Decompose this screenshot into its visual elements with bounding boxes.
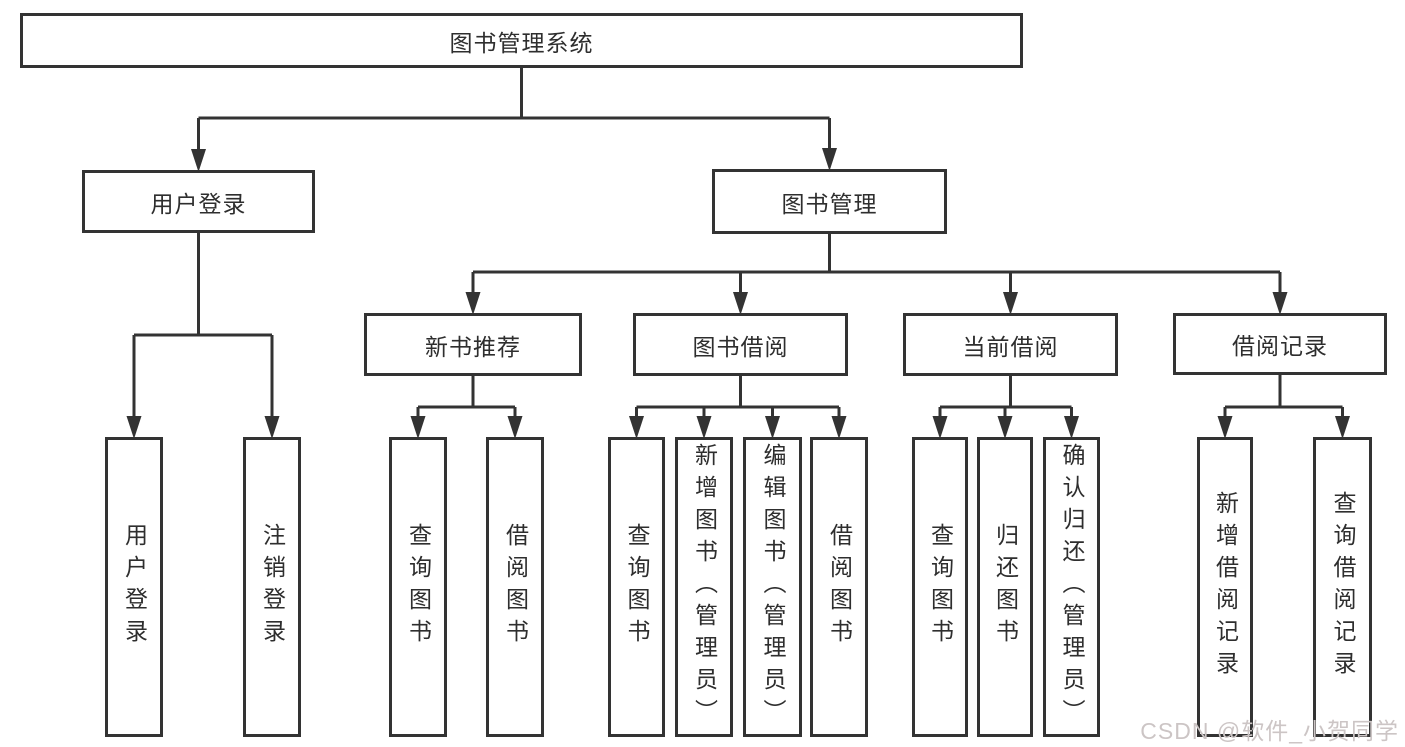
- edge-arrow-rec-query-book: [410, 416, 426, 439]
- watermark: CSDN @软件_小贺同学: [1140, 718, 1399, 744]
- node-cb-query-book: 查询图书: [912, 437, 968, 737]
- edge-arrow-login-action: [126, 416, 142, 439]
- node-bb-query-book: 查询图书: [608, 437, 665, 737]
- edge-arrow-bb-add-book: [696, 416, 712, 439]
- node-user-login-label: 用户登录: [150, 190, 247, 217]
- edge-arrow-current-borrow: [1003, 292, 1018, 315]
- edge-arrow-cb-query-book: [932, 416, 948, 439]
- node-new-book-rec: 新书推荐: [364, 313, 582, 376]
- node-br-query-record: 查询借阅记录: [1313, 437, 1372, 737]
- node-system: 图书管理系统: [20, 13, 1023, 68]
- node-br-add-record-label: 新增借阅记录: [1212, 491, 1239, 683]
- edge-arrow-borrow-record: [1272, 292, 1288, 315]
- node-br-query-record-label: 查询借阅记录: [1330, 491, 1356, 683]
- node-book-borrow-label: 图书借阅: [692, 333, 789, 360]
- node-user-login: 用户登录: [82, 170, 315, 233]
- node-book-mgmt-label: 图书管理: [781, 190, 878, 217]
- node-logout-action: 注销登录: [243, 437, 301, 737]
- edge-arrow-new-book-rec: [465, 292, 481, 315]
- edge-arrow-rec-borrow-book: [507, 416, 523, 439]
- node-login-action-label: 用户登录: [121, 523, 148, 651]
- node-cb-return-book: 归还图书: [977, 437, 1033, 737]
- node-rec-query-book: 查询图书: [389, 437, 447, 737]
- node-book-mgmt: 图书管理: [712, 169, 947, 234]
- node-bb-borrow-book: 借阅图书: [810, 437, 868, 737]
- edge-arrow-book-borrow: [733, 292, 748, 315]
- node-book-borrow: 图书借阅: [633, 313, 848, 376]
- edge-arrow-book-mgmt: [822, 148, 837, 171]
- edge-arrow-bb-query-book: [629, 416, 644, 439]
- edge-arrow-user-login: [191, 149, 206, 172]
- edge-arrow-cb-return-book: [997, 416, 1013, 439]
- edge-arrow-bb-borrow-book: [831, 416, 847, 439]
- node-bb-borrow-book-label: 借阅图书: [826, 523, 853, 651]
- node-system-label: 图书管理系统: [449, 29, 594, 56]
- node-borrow-record: 借阅记录: [1173, 313, 1387, 375]
- node-bb-add-book: 新增图书（管理员）: [675, 437, 733, 737]
- node-logout-action-label: 注销登录: [259, 523, 286, 651]
- node-borrow-record-label: 借阅记录: [1232, 333, 1328, 359]
- node-rec-query-book-label: 查询图书: [405, 523, 432, 651]
- node-cb-confirm-return-label: 确认归还（管理员）: [1059, 443, 1085, 731]
- node-rec-borrow-book: 借阅图书: [486, 437, 544, 737]
- node-bb-edit-book: 编辑图书（管理员）: [743, 437, 802, 737]
- node-cb-return-book-label: 归还图书: [992, 523, 1019, 651]
- node-new-book-rec-label: 新书推荐: [425, 333, 521, 360]
- edge-arrow-logout-action: [264, 416, 280, 439]
- node-bb-edit-book-label: 编辑图书（管理员）: [760, 443, 786, 731]
- node-br-add-record: 新增借阅记录: [1197, 437, 1253, 737]
- edge-arrow-bb-edit-book: [765, 416, 780, 439]
- node-bb-add-book-label: 新增图书（管理员）: [691, 443, 718, 731]
- node-cb-query-book-label: 查询图书: [927, 523, 954, 651]
- edge-arrow-br-query-record: [1335, 416, 1350, 439]
- node-rec-borrow-book-label: 借阅图书: [502, 523, 529, 651]
- edge-arrow-br-add-record: [1217, 416, 1233, 439]
- node-current-borrow-label: 当前借阅: [962, 333, 1059, 360]
- node-cb-confirm-return: 确认归还（管理员）: [1043, 437, 1100, 737]
- node-login-action: 用户登录: [105, 437, 163, 737]
- node-current-borrow: 当前借阅: [903, 313, 1118, 376]
- node-bb-query-book-label: 查询图书: [624, 523, 650, 651]
- edge-arrow-cb-confirm-return: [1064, 416, 1079, 439]
